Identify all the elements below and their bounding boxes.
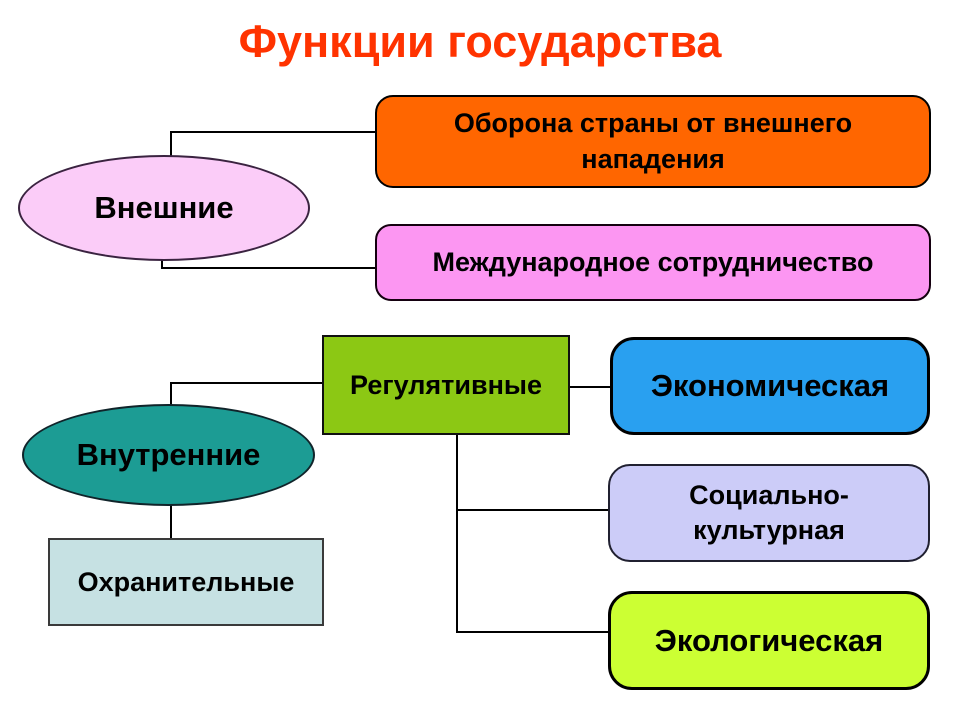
- node-protective: Охранительные: [48, 538, 324, 626]
- node-socio-cultural: Социально-культурная: [608, 464, 930, 562]
- page-title: Функции государства: [238, 16, 722, 67]
- node-ecological: Экологическая: [608, 591, 930, 690]
- edge-external-defense-vertical: [170, 131, 172, 160]
- node-internal: Внутренние: [22, 404, 315, 506]
- node-regulative: Регулятивные: [322, 335, 570, 435]
- edge-regulative-socio-cultural-horizontal: [456, 509, 609, 511]
- edge-external-cooperation-horizontal: [161, 267, 377, 269]
- node-economic: Экономическая: [610, 337, 930, 435]
- edge-regulative-branch-vertical: [456, 435, 458, 633]
- node-defense: Оборона страны от внешнего нападения: [375, 95, 931, 188]
- edge-internal-regulative-horizontal: [170, 382, 324, 384]
- node-cooperation: Международное сотрудничество: [375, 224, 931, 301]
- edge-external-defense-horizontal: [170, 131, 377, 133]
- edge-internal-regulative-vertical: [170, 382, 172, 408]
- edge-internal-protective-vertical: [170, 503, 172, 539]
- edge-regulative-ecological-horizontal: [456, 631, 609, 633]
- node-external: Внешние: [18, 155, 310, 261]
- edge-regulative-economic-horizontal: [570, 386, 611, 388]
- edge-external-cooperation-vertical: [161, 254, 163, 269]
